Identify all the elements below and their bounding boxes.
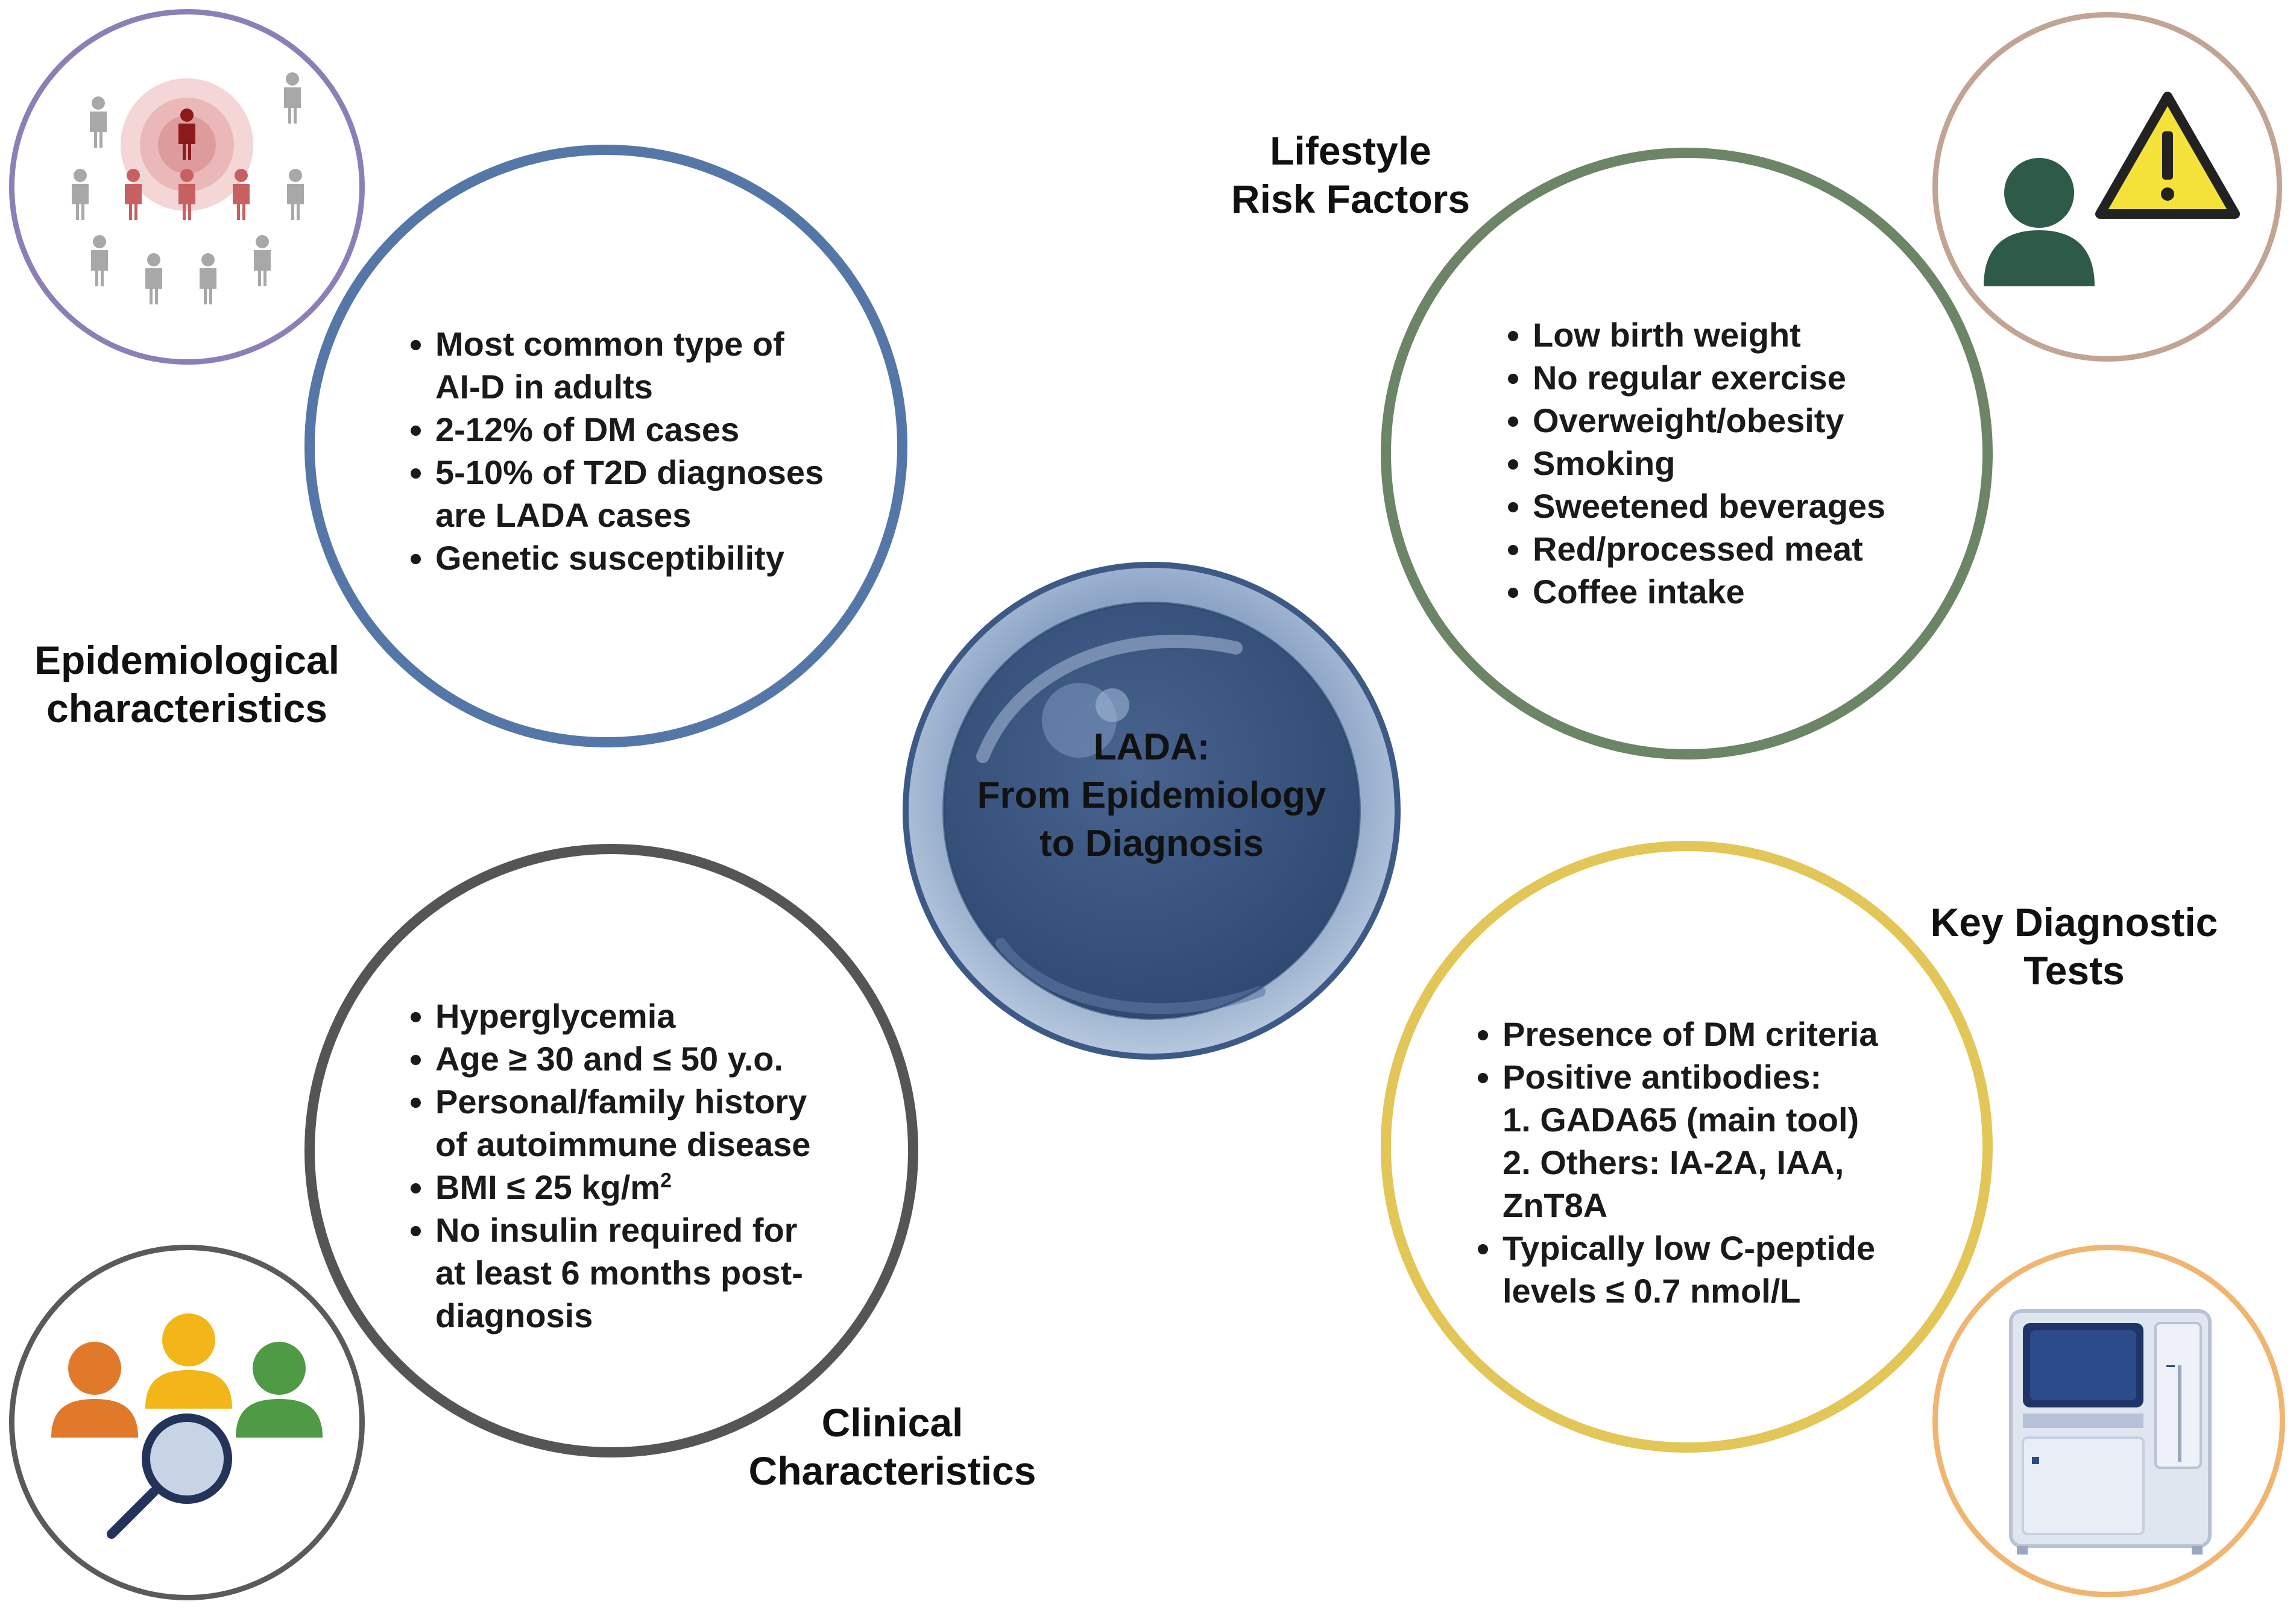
list-item: 2-12% of DM cases bbox=[435, 408, 930, 451]
population-icon bbox=[72, 72, 304, 304]
list-item: Overweight/obesity bbox=[1533, 399, 2027, 442]
lab-analyzer-icon bbox=[2009, 1309, 2212, 1555]
list-item: No regular exercise bbox=[1533, 356, 2027, 399]
lifestyle-list: Low birth weight No regular exercise Ove… bbox=[1489, 313, 2027, 613]
clinical-label: Clinical Characteristics bbox=[748, 1400, 1036, 1493]
lifestyle-label: Lifestyle Risk Factors bbox=[1231, 128, 1471, 221]
list-item: Presence of DM criteria bbox=[1503, 1013, 2033, 1055]
diagnostic-list: Presence of DM criteria Positive antibod… bbox=[1459, 1013, 2033, 1312]
list-item: Coffee intake bbox=[1533, 570, 2027, 613]
warning-person-icon bbox=[1984, 92, 2240, 286]
list-item: Sweetened beverages bbox=[1533, 485, 2027, 527]
central-sphere bbox=[903, 562, 1401, 1060]
list-item: BMI ≤ 25 kg/m2 bbox=[435, 1166, 954, 1209]
list-item: Low birth weight bbox=[1533, 313, 2027, 356]
center-title: LADA: From Epidemiology to Diagnosis bbox=[941, 723, 1363, 868]
list-item: Age ≥ 30 and ≤ 50 y.o. bbox=[435, 1037, 954, 1080]
population-icon-circle bbox=[9, 9, 365, 365]
diagnostic-label: Key Diagnostic Tests bbox=[1930, 900, 2218, 993]
epidemiological-label: Epidemiological characteristics bbox=[34, 638, 340, 731]
team-search-icon bbox=[51, 1313, 323, 1539]
center-title-line-2: From Epidemiology bbox=[977, 775, 1326, 816]
list-item: Smoking bbox=[1533, 442, 2027, 485]
list-item: Genetic susceptibility bbox=[435, 536, 930, 579]
list-item: Red/processed meat bbox=[1533, 527, 2027, 570]
list-item: Positive antibodies:1. GADA65 (main tool… bbox=[1503, 1055, 2033, 1227]
clinical-list: Hyperglycemia Age ≥ 30 and ≤ 50 y.o. Per… bbox=[392, 995, 954, 1337]
center-title-line-3: to Diagnosis bbox=[1039, 823, 1264, 864]
center-title-line-1: LADA: bbox=[1093, 726, 1210, 768]
list-item: Hyperglycemia bbox=[435, 995, 954, 1037]
